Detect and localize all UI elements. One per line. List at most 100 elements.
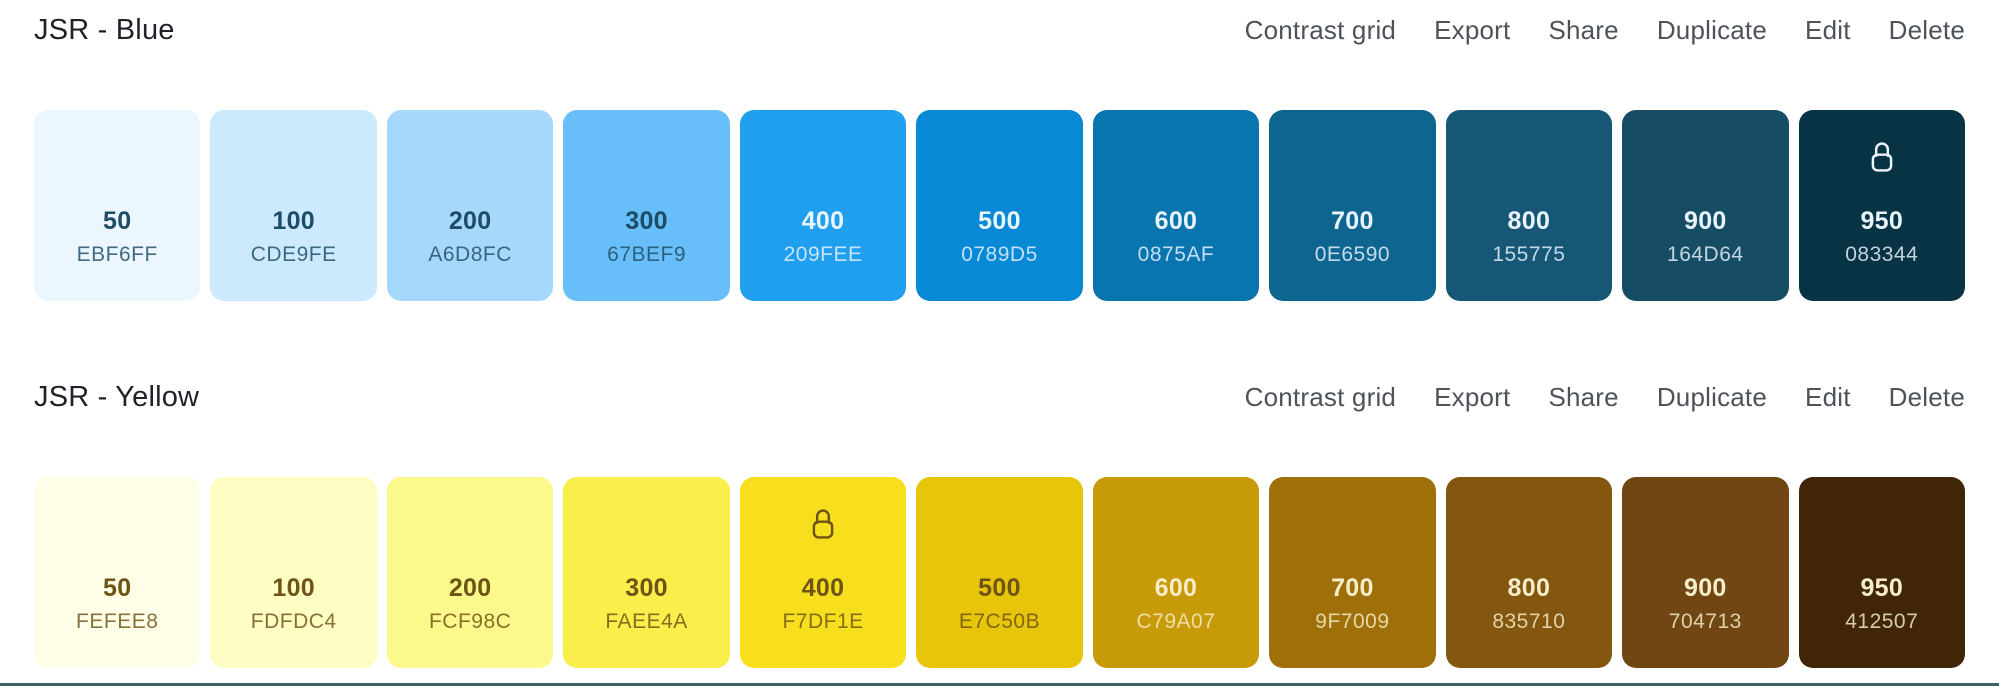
swatch-labels: 900 704713 xyxy=(1622,574,1788,634)
action-duplicate[interactable]: Duplicate xyxy=(1656,15,1768,45)
color-swatch-700[interactable]: 700 9F7009 xyxy=(1269,477,1436,668)
swatch-labels: 200 FCF98C xyxy=(387,574,553,634)
swatch-row: 50 EBF6FF 100 CDE9FE 200 A6D8FC xyxy=(34,110,1965,301)
swatch-labels: 100 CDE9FE xyxy=(210,207,376,267)
color-swatch-900[interactable]: 900 164D64 xyxy=(1622,110,1789,301)
action-export[interactable]: Export xyxy=(1434,382,1511,412)
palette-actions: Contrast grid Export Share Duplicate Edit Del… xyxy=(1245,382,1965,413)
swatch-hex-label: 209FEE xyxy=(783,243,863,266)
swatch-labels: 600 C79A07 xyxy=(1093,574,1259,634)
color-swatch-800[interactable]: 800 835710 xyxy=(1445,477,1613,668)
swatch-labels: 950 083344 xyxy=(1799,207,1965,267)
swatch-step-label: 300 xyxy=(625,574,668,602)
swatch-step-label: 400 xyxy=(801,574,845,602)
color-swatch-500[interactable]: 500 0789D5 xyxy=(916,110,1083,301)
action-contrast-grid[interactable]: Contrast grid xyxy=(1244,382,1397,412)
color-swatch-200[interactable]: 200 FCF98C xyxy=(386,477,554,668)
action-edit[interactable]: Edit xyxy=(1805,15,1851,45)
swatch-step-label: 600 xyxy=(1154,574,1198,602)
swatch-labels: 400 209FEE xyxy=(740,207,906,267)
swatch-hex-label: 164D64 xyxy=(1667,243,1744,266)
color-swatch-200[interactable]: 200 A6D8FC xyxy=(386,110,554,301)
palette-header: JSR - Blue Contrast grid Export Share Dupli… xyxy=(34,14,1965,52)
swatch-hex-label: 67BEF9 xyxy=(607,243,687,266)
palette-header: JSR - Yellow Contrast grid Export Share Dup… xyxy=(34,381,1965,419)
swatch-step-label: 800 xyxy=(1507,207,1551,235)
swatch-hex-label: FDFDC4 xyxy=(250,610,337,633)
color-swatch-400[interactable]: 400 209FEE xyxy=(739,110,907,301)
color-swatch-300[interactable]: 300 FAEE4A xyxy=(563,477,730,668)
color-swatch-50[interactable]: 50 EBF6FF xyxy=(34,110,201,301)
action-export[interactable]: Export xyxy=(1434,15,1511,45)
swatch-step-label: 50 xyxy=(103,574,132,602)
color-swatch-900[interactable]: 900 704713 xyxy=(1622,477,1789,668)
swatch-step-label: 200 xyxy=(448,574,492,602)
color-swatch-50[interactable]: 50 FEFEE8 xyxy=(34,477,201,668)
swatch-hex-label: 0E6590 xyxy=(1314,243,1391,266)
swatch-labels: 800 835710 xyxy=(1446,574,1612,634)
swatch-hex-label: A6D8FC xyxy=(428,243,512,266)
palette-title: JSR - Yellow xyxy=(34,381,200,413)
palette-title: JSR - Blue xyxy=(34,14,175,46)
swatch-labels: 500 E7C50B xyxy=(916,574,1082,634)
palette-actions: Contrast grid Export Share Duplicate Edit Del… xyxy=(1245,15,1965,46)
swatch-step-label: 100 xyxy=(272,574,315,602)
swatch-hex-label: 9F7009 xyxy=(1315,610,1390,633)
swatch-step-label: 950 xyxy=(1860,207,1904,235)
swatch-hex-label: 704713 xyxy=(1668,610,1742,633)
swatch-labels: 700 9F7009 xyxy=(1269,574,1435,634)
swatch-labels: 50 FEFEE8 xyxy=(34,574,200,634)
swatch-hex-label: EBF6FF xyxy=(76,243,158,266)
action-edit[interactable]: Edit xyxy=(1805,382,1851,412)
swatch-step-label: 500 xyxy=(978,207,1021,235)
palette-section: JSR - Blue Contrast grid Export Share Dupli… xyxy=(34,14,1965,301)
color-swatch-600[interactable]: 600 0875AF xyxy=(1092,110,1260,301)
lock-icon[interactable] xyxy=(1868,139,1896,175)
swatch-labels: 700 0E6590 xyxy=(1269,207,1435,267)
action-share[interactable]: Share xyxy=(1548,382,1619,412)
swatch-labels: 500 0789D5 xyxy=(916,207,1082,267)
swatch-step-label: 400 xyxy=(801,207,845,235)
swatch-hex-label: CDE9FE xyxy=(250,243,337,266)
color-swatch-300[interactable]: 300 67BEF9 xyxy=(563,110,730,301)
action-delete[interactable]: Delete xyxy=(1888,15,1965,45)
swatch-step-label: 300 xyxy=(625,207,668,235)
action-contrast-grid[interactable]: Contrast grid xyxy=(1244,15,1397,45)
swatch-step-label: 600 xyxy=(1154,207,1198,235)
swatch-hex-label: C79A07 xyxy=(1136,610,1216,633)
swatch-row: 50 FEFEE8 100 FDFDC4 200 FCF98C xyxy=(34,477,1965,668)
swatch-labels: 300 67BEF9 xyxy=(563,207,729,267)
swatch-step-label: 700 xyxy=(1331,574,1374,602)
color-swatch-400[interactable]: 400 F7DF1E xyxy=(739,477,907,668)
color-swatch-100[interactable]: 100 CDE9FE xyxy=(210,110,377,301)
color-swatch-100[interactable]: 100 FDFDC4 xyxy=(210,477,377,668)
palette-section: JSR - Yellow Contrast grid Export Share Dup… xyxy=(34,381,1965,668)
lock-icon[interactable] xyxy=(809,506,837,542)
swatch-step-label: 100 xyxy=(272,207,315,235)
color-swatch-500[interactable]: 500 E7C50B xyxy=(916,477,1083,668)
swatch-step-label: 500 xyxy=(978,574,1021,602)
swatch-hex-label: 835710 xyxy=(1492,610,1566,633)
color-swatch-600[interactable]: 600 C79A07 xyxy=(1092,477,1260,668)
swatch-step-label: 200 xyxy=(448,207,492,235)
color-swatch-950[interactable]: 950 412507 xyxy=(1798,477,1965,668)
color-swatch-950[interactable]: 950 083344 xyxy=(1798,110,1965,301)
color-swatch-800[interactable]: 800 155775 xyxy=(1445,110,1613,301)
swatch-labels: 50 EBF6FF xyxy=(34,207,200,267)
swatch-hex-label: 0875AF xyxy=(1137,243,1215,266)
action-share[interactable]: Share xyxy=(1548,15,1619,45)
action-delete[interactable]: Delete xyxy=(1888,382,1965,412)
swatch-hex-label: 155775 xyxy=(1492,243,1566,266)
swatch-labels: 300 FAEE4A xyxy=(563,574,729,634)
color-swatch-700[interactable]: 700 0E6590 xyxy=(1269,110,1436,301)
swatch-hex-label: 412507 xyxy=(1845,610,1919,633)
swatch-hex-label: 083344 xyxy=(1845,243,1919,266)
action-duplicate[interactable]: Duplicate xyxy=(1656,382,1768,412)
swatch-step-label: 800 xyxy=(1507,574,1551,602)
swatch-step-label: 950 xyxy=(1860,574,1904,602)
swatch-hex-label: 0789D5 xyxy=(961,243,1038,266)
swatch-step-label: 50 xyxy=(103,207,132,235)
swatch-labels: 400 F7DF1E xyxy=(740,574,906,634)
